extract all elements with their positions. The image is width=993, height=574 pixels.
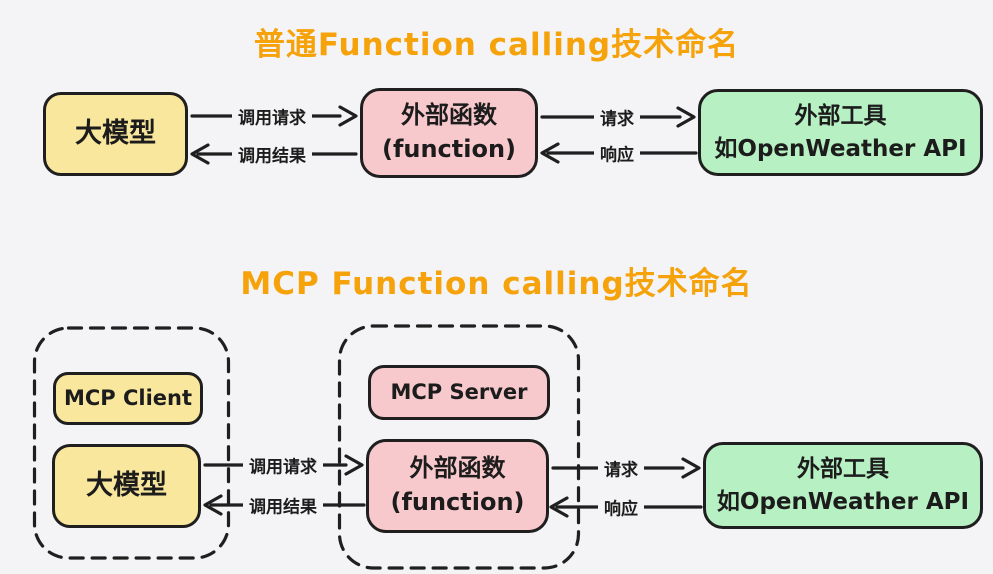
arrow-label-call-result-top: 调用结果 xyxy=(232,141,312,167)
node-label-line: 如OpenWeather API xyxy=(716,488,970,515)
arrow-label-request-top: 请求 xyxy=(594,104,640,130)
node-label-line: (function) xyxy=(381,135,517,163)
node-llm-top: 大模型 xyxy=(43,92,188,176)
node-external-function-top: 外部函数 (function) xyxy=(360,88,538,178)
arrow-label-response-top: 响应 xyxy=(594,140,640,166)
node-llm-bottom: 大模型 xyxy=(52,444,201,528)
node-mcp-client: MCP Client xyxy=(53,372,203,425)
node-label-line: 如OpenWeather API xyxy=(714,135,967,162)
arrow-label-call-result-bottom: 调用结果 xyxy=(243,492,323,518)
node-label: 大模型 xyxy=(86,470,167,502)
arrow-label-request-bottom: 请求 xyxy=(598,455,644,481)
arrow-label-response-bottom: 响应 xyxy=(598,494,644,520)
node-label-line: 外部函数 xyxy=(409,454,506,483)
node-label: 大模型 xyxy=(75,118,156,150)
section-title-mcp-function-calling: MCP Function calling技术命名 xyxy=(240,266,753,302)
node-label-line: 外部函数 xyxy=(401,101,497,130)
node-label-line: (function) xyxy=(390,488,525,516)
node-label: MCP Client xyxy=(63,385,193,410)
mcp-server-group-outline xyxy=(337,324,581,570)
arrow-label-call-request-bottom: 调用请求 xyxy=(243,452,323,478)
node-external-function-bottom: 外部函数 (function) xyxy=(366,439,549,533)
node-mcp-server: MCP Server xyxy=(368,365,550,420)
arrow-label-call-request-top: 调用请求 xyxy=(232,103,312,129)
section-title-plain-function-calling: 普通Function calling技术命名 xyxy=(253,27,740,63)
node-label-line: 外部工具 xyxy=(797,456,889,483)
node-label: MCP Server xyxy=(390,379,528,404)
node-label-line: 外部工具 xyxy=(794,103,887,130)
node-external-tool-bottom: 外部工具 如OpenWeather API xyxy=(703,442,983,529)
node-external-tool-top: 外部工具 如OpenWeather API xyxy=(698,89,983,176)
